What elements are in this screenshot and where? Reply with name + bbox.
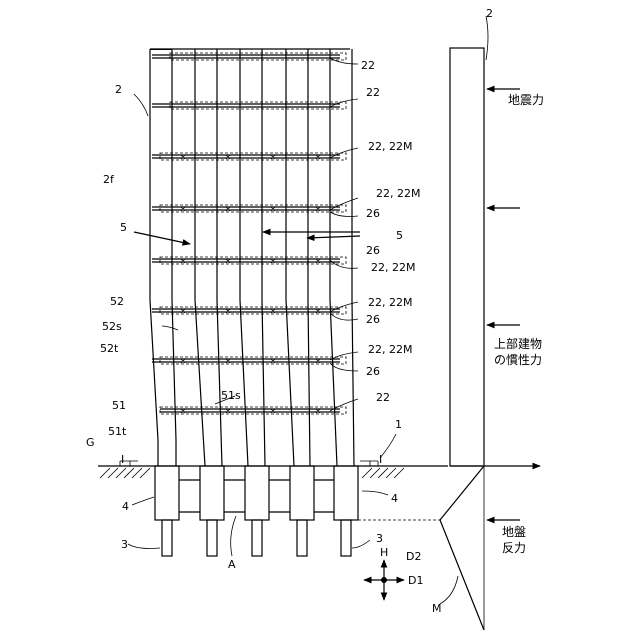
label-52s: 52s (102, 320, 122, 333)
label-H: H (380, 546, 388, 559)
label-inertia-line2: の慣性力 (494, 352, 542, 367)
label-3-left: 3 (121, 538, 128, 551)
label-I-left: I (121, 453, 124, 466)
direction-indicator (364, 560, 404, 600)
label-5-left: 5 (120, 221, 127, 234)
label-1-right: 1 (395, 418, 402, 431)
labels: 2 2 2f 22 22 22, 22M 22, 22M 26 5 5 26 2… (86, 7, 544, 615)
foundations (155, 466, 358, 556)
label-2-left: 2 (115, 83, 122, 96)
label-3-right: 3 (376, 532, 383, 545)
label-26-c: 26 (366, 313, 380, 326)
label-51t: 51t (108, 425, 127, 438)
columns (150, 49, 354, 466)
label-D2: D2 (406, 550, 421, 563)
label-22-c: 22 (376, 391, 390, 404)
label-inertia-line1: 上部建物 (494, 336, 542, 351)
label-22-22m-d: 22, 22M (368, 296, 412, 309)
building-frame (150, 49, 354, 466)
label-ground-line1: 地盤 (502, 525, 526, 539)
label-22-22m-b: 22, 22M (376, 187, 420, 200)
label-22-b: 22 (366, 86, 380, 99)
label-A: A (228, 558, 236, 571)
label-52: 52 (110, 295, 124, 308)
label-26-d: 26 (366, 365, 380, 378)
label-51s: 51s (221, 389, 241, 402)
label-G: G (86, 436, 95, 449)
label-22-22m-c: 22, 22M (371, 261, 415, 274)
label-2-right: 2 (486, 7, 493, 20)
label-22-a: 22 (361, 59, 375, 72)
label-2f: 2f (103, 173, 115, 186)
label-22-22m-a: 22, 22M (368, 140, 412, 153)
label-22-22m-e: 22, 22M (368, 343, 412, 356)
label-52t: 52t (100, 342, 119, 355)
label-26-a: 26 (366, 207, 380, 220)
label-I-right: I (379, 453, 382, 466)
label-26-b: 26 (366, 244, 380, 257)
label-51: 51 (112, 399, 126, 412)
label-4-right: 4 (391, 492, 398, 505)
label-seismic-force: 地震力 (508, 93, 544, 107)
ground (98, 461, 540, 520)
beams (152, 55, 340, 412)
joint-marks (181, 155, 320, 413)
label-ground-line2: 反力 (502, 541, 526, 555)
label-5-right: 5 (396, 229, 403, 242)
label-M: M (432, 602, 442, 615)
label-D1: D1 (408, 574, 423, 587)
label-4-left: 4 (122, 500, 129, 513)
